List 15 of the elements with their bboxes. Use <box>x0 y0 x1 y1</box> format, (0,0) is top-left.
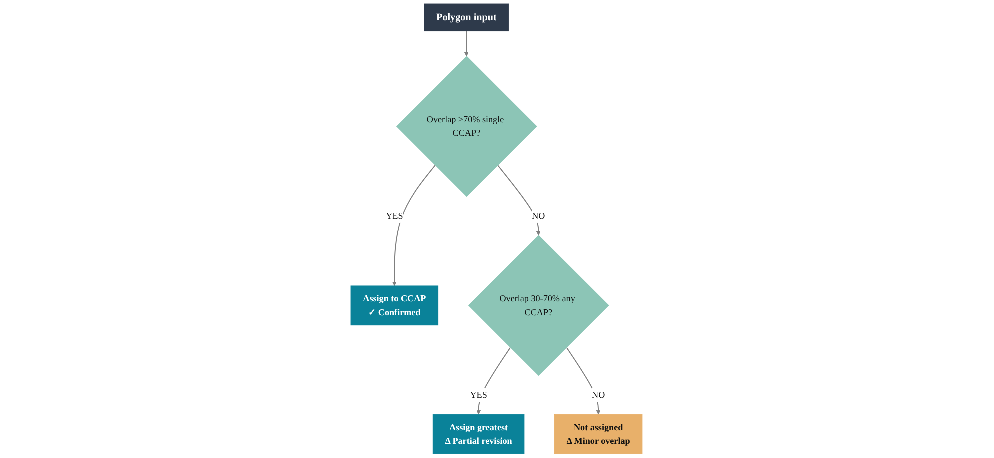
arrow <box>464 31 470 57</box>
node-box: Polygon input <box>424 4 510 32</box>
node-box: Assign greatest Δ Partial revision <box>433 414 525 454</box>
node-diamond: Overlap >70% single CCAP? <box>396 56 538 198</box>
node-diamond: Overlap 30-70% any CCAP? <box>468 235 610 376</box>
arrow <box>476 347 512 415</box>
node-box: Assign to CCAP ✓ Confirmed <box>351 286 439 326</box>
edge-label: YES <box>470 390 488 400</box>
node-box: Not assigned Δ Minor overlap <box>554 414 643 454</box>
arrow <box>498 165 542 236</box>
edge-label: NO <box>532 210 546 221</box>
arrow <box>566 347 602 415</box>
edge-label: NO <box>592 390 606 400</box>
arrow <box>392 165 436 286</box>
edge-label: YES <box>386 210 404 221</box>
